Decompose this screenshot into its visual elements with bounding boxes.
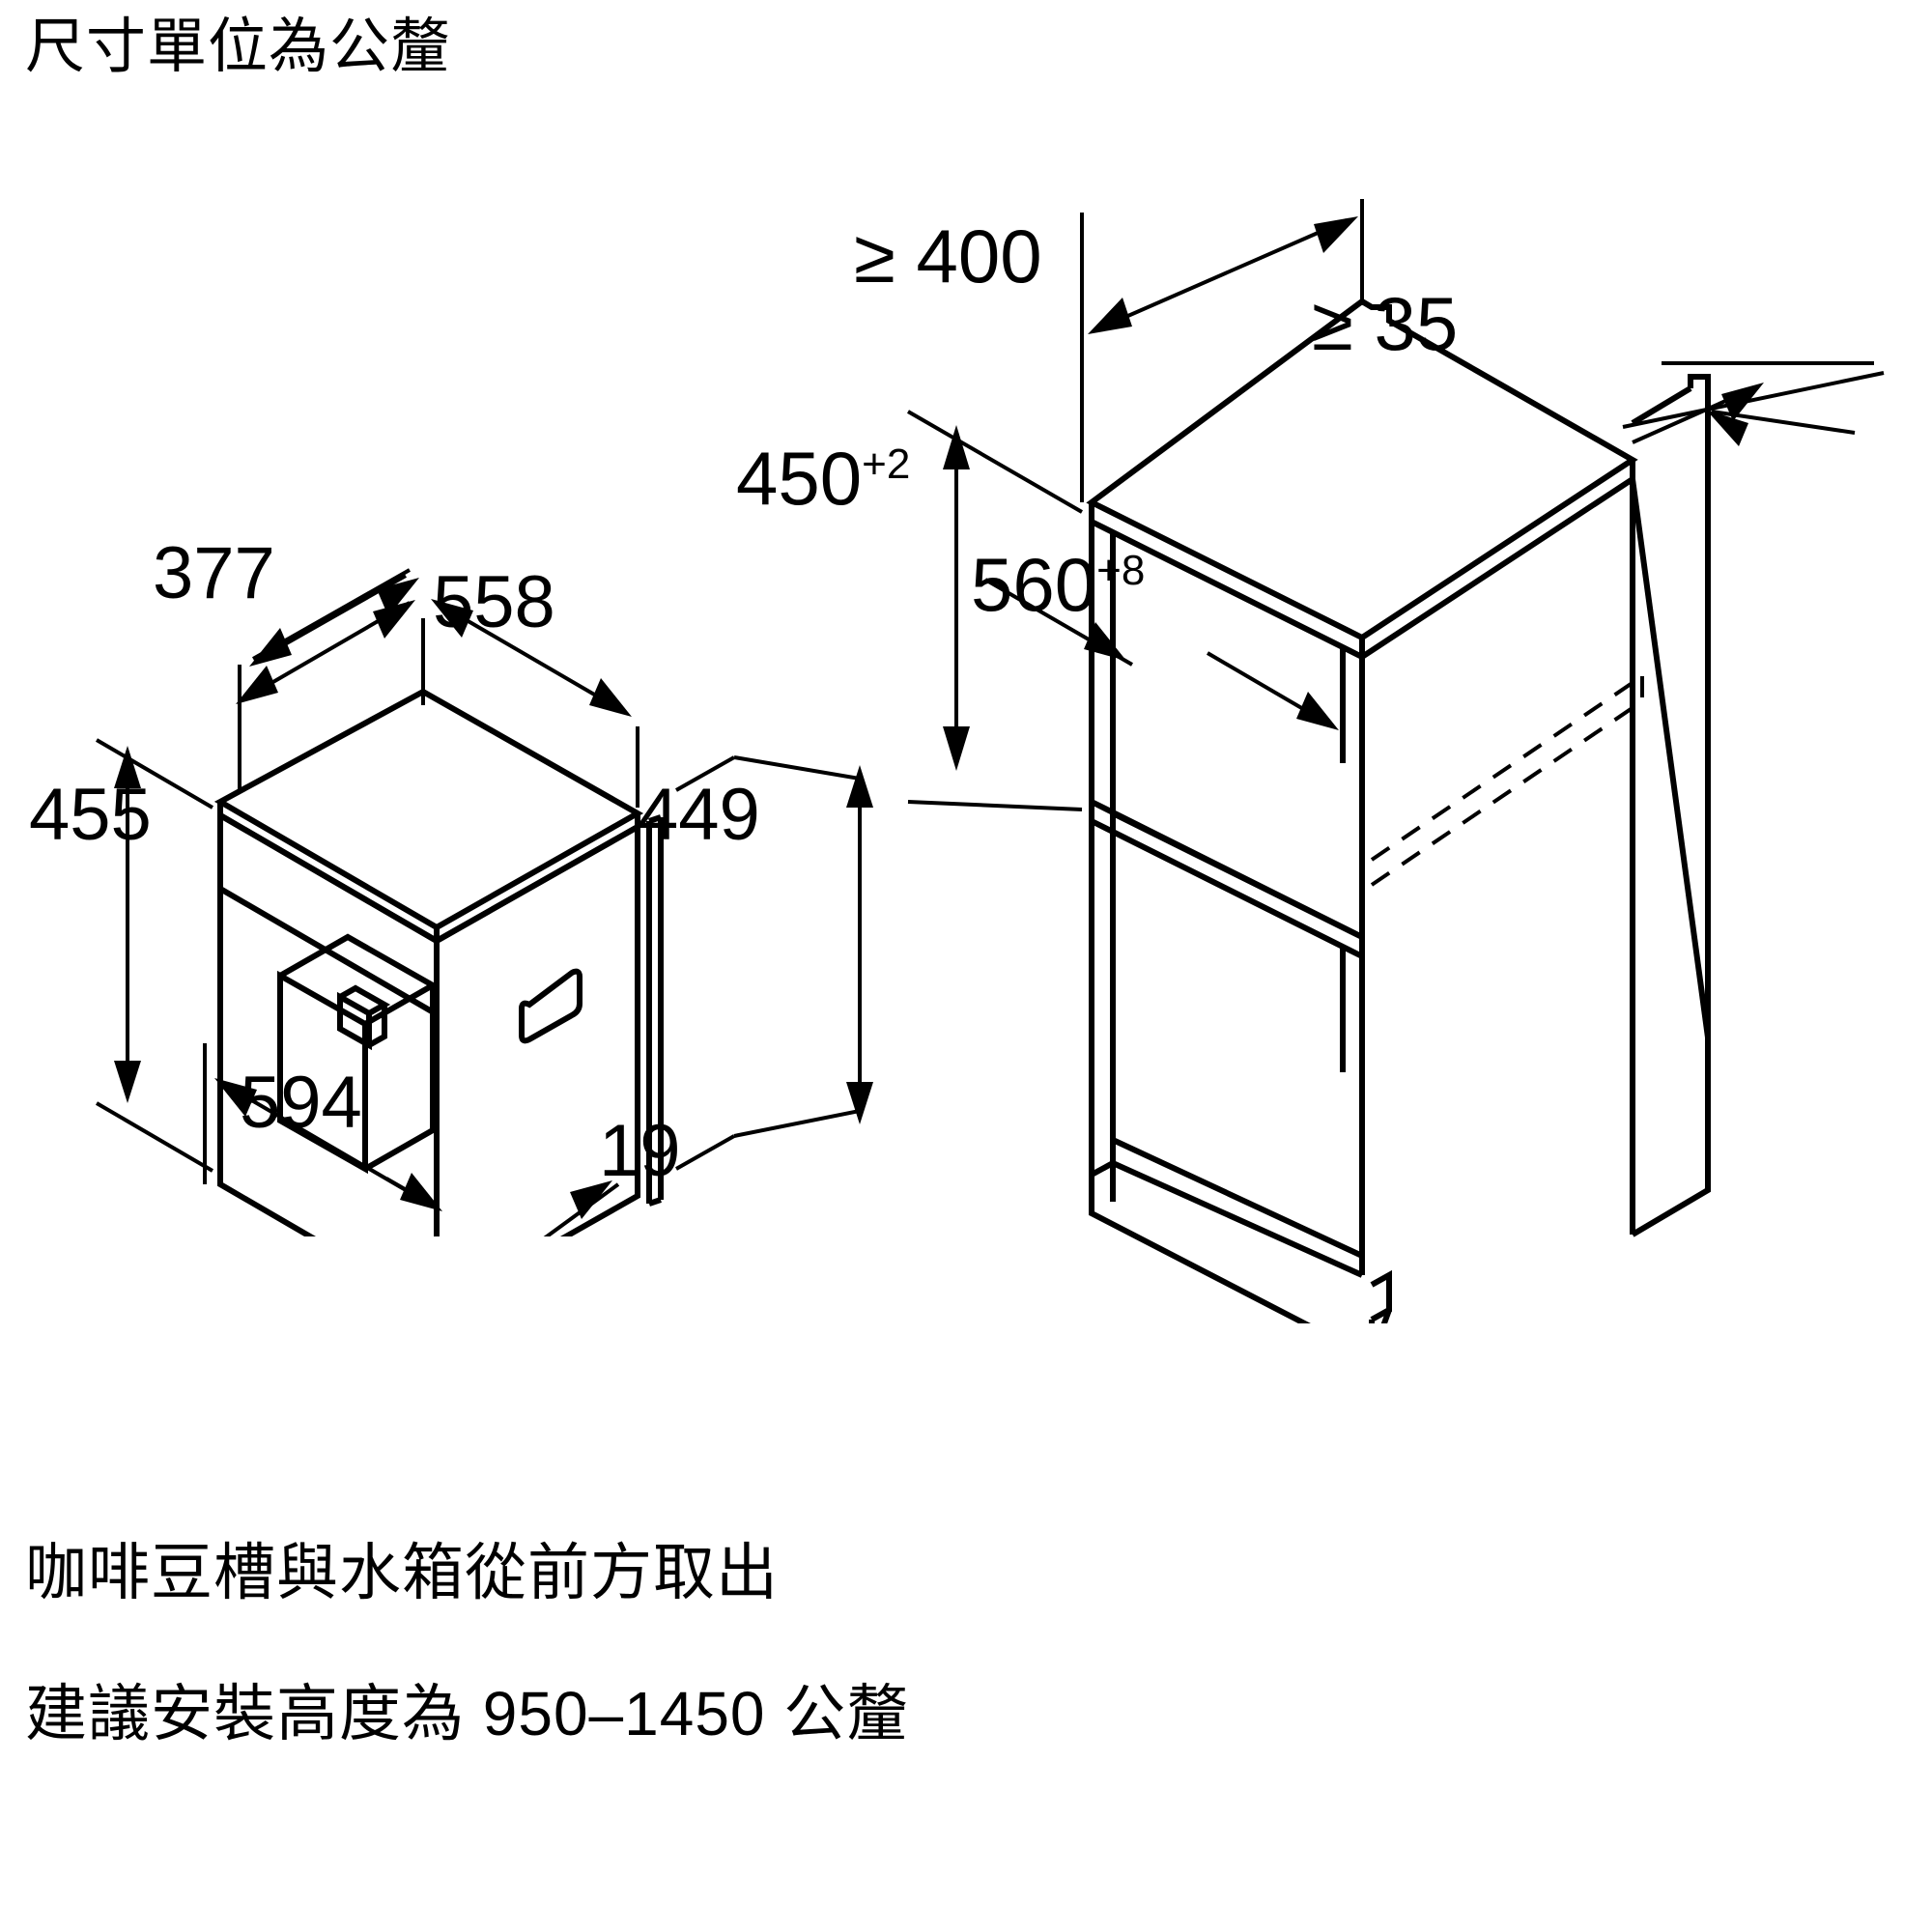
dim-width-594-label: 594	[240, 1062, 362, 1144]
dim-height-449-label: 449	[638, 774, 760, 856]
dim-height-455-label: 455	[29, 774, 152, 856]
niche-carcass	[1086, 298, 1711, 1323]
dim-gap-min-35-label: ≥ 35	[1312, 281, 1459, 366]
note-bean-water-front-access: 咖啡豆槽與水箱從前方取出	[25, 1538, 779, 1607]
dim-niche-height-450-sup: +2	[862, 440, 911, 488]
niche-dimension-lines	[906, 199, 1885, 811]
note-recommended-install-height: 建議安裝高度為 950–1450 公釐	[25, 1679, 910, 1748]
dim-niche-width-560-sup: +8	[1096, 547, 1146, 594]
dim-niche-height-450-label: 450+2	[736, 435, 910, 523]
dim-depth-377-label: 377	[153, 532, 275, 614]
dim-niche-width-560-value: 560	[971, 542, 1097, 627]
dim-depth-min-400-label: ≥ 400	[854, 213, 1042, 298]
appliance-dimension-lines	[95, 568, 873, 1236]
niche-drawing: ≥ 400 ≥ 35 450 +2 560 +8	[906, 199, 1885, 1323]
dim-niche-height-450-value: 450	[736, 436, 863, 521]
appliance-drawing: 377 558 455 449 594 19	[95, 568, 873, 1236]
page-title: 尺寸單位為公釐	[25, 14, 452, 80]
dim-width-558-label: 558	[433, 561, 555, 643]
dim-niche-width-560-label: 560+8	[971, 541, 1145, 629]
dim-offset-19-label: 19	[599, 1110, 681, 1192]
appliance-body	[213, 688, 664, 1236]
